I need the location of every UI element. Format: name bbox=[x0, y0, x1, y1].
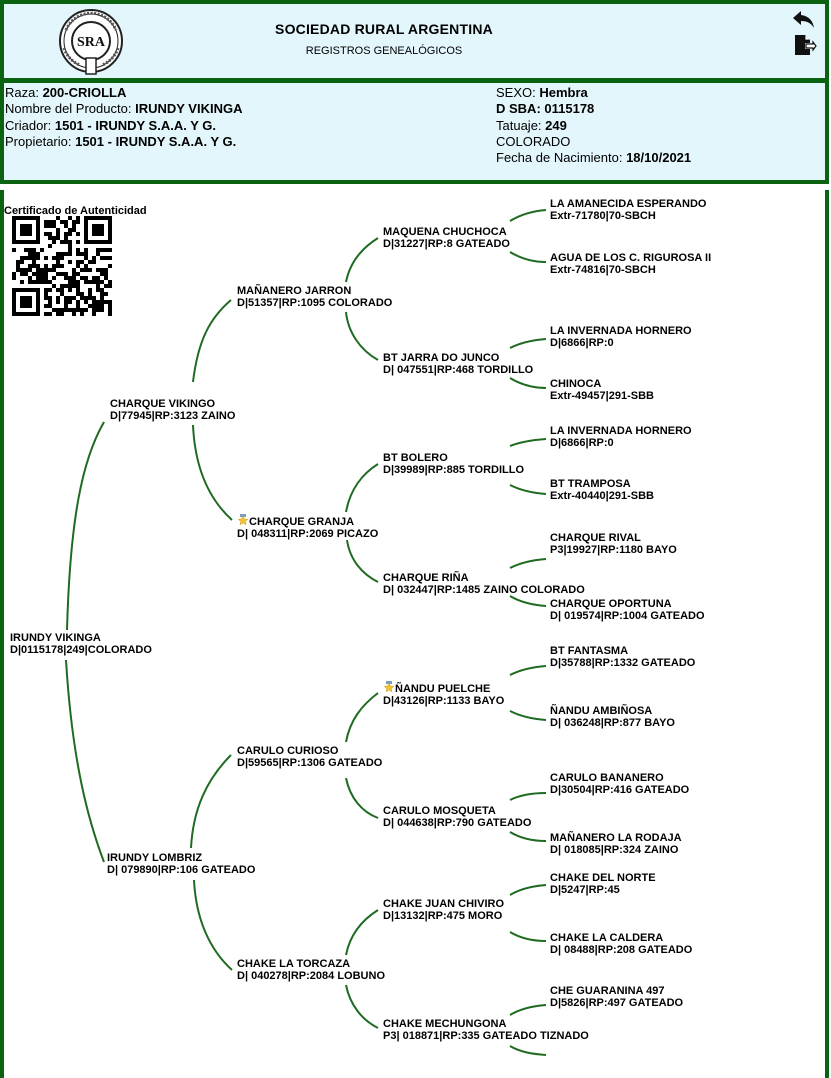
org-subtitle: REGISTROS GENEALÓGICOS bbox=[305, 45, 463, 57]
info-owner: Propietario: 1501 - IRUNDY S.A.A. Y G. bbox=[5, 133, 237, 149]
svg-text:SRA: SRA bbox=[77, 35, 106, 50]
pedigree-tree-area bbox=[0, 190, 829, 1078]
info-right-column: SEXO: Hembra D SBA: 0115178 Tatuaje: 249… bbox=[496, 85, 691, 166]
info-sba: D SBA: 0115178 bbox=[496, 101, 595, 117]
info-breed: Raza: 200-CRIOLLA bbox=[5, 85, 127, 100]
sra-logo: SRA bbox=[59, 9, 123, 75]
back-arrow-icon[interactable] bbox=[791, 9, 817, 31]
info-left-column: Raza: 200-CRIOLLA Nombre del Producto: I… bbox=[5, 85, 242, 150]
info-sex: SEXO: Hembra bbox=[496, 85, 588, 100]
award-star-icon bbox=[383, 681, 395, 693]
info-breeder: Criador: 1501 - IRUNDY S.A.A. Y G. bbox=[5, 117, 216, 133]
info-birth-date: Fecha de Nacimiento: 18/10/2021 bbox=[496, 150, 692, 166]
info-product-name: Nombre del Producto: IRUNDY VIKINGA bbox=[5, 101, 243, 117]
award-star-icon bbox=[237, 514, 249, 526]
info-color: COLORADO bbox=[496, 133, 571, 149]
info-tattoo: Tatuaje: 249 bbox=[496, 117, 567, 133]
org-title: SOCIEDAD RURAL ARGENTINA bbox=[275, 21, 493, 37]
export-file-icon[interactable] bbox=[791, 34, 817, 56]
page-header: SRA SOCIEDAD RURAL ARGENTINA REGISTROS G… bbox=[0, 0, 829, 81]
certificate-label: Certificado de Autenticidad bbox=[4, 205, 147, 217]
qr-code[interactable] bbox=[12, 216, 112, 316]
animal-info-panel: Raza: 200-CRIOLLA Nombre del Producto: I… bbox=[0, 80, 829, 184]
